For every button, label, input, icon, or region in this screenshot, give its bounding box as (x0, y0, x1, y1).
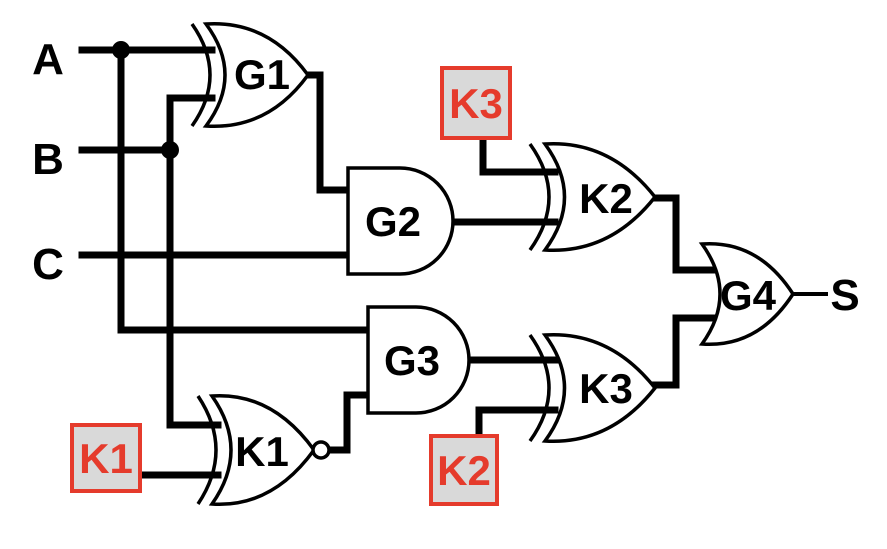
gate-g3-and: G3 (366, 305, 471, 415)
wire-k1-g3 (326, 391, 374, 454)
wire-b-to-k1 (166, 146, 222, 429)
key-input-k2: K2 (429, 434, 499, 506)
junction-dot-b (161, 141, 179, 159)
gate-g2-label: G2 (365, 198, 421, 245)
gate-k2-label: K2 (579, 175, 633, 222)
input-b-label: B (32, 135, 64, 184)
gate-g3-label: G3 (384, 337, 440, 384)
inverter-bubble-icon (311, 440, 331, 460)
wires (78, 41, 828, 479)
wire-b-to-g1 (166, 94, 216, 154)
gate-g1-xor: G1 (190, 21, 311, 129)
wire-k2-g4 (648, 194, 716, 274)
gate-k1-xnor: K1 (196, 394, 331, 506)
key-input-k3: K3 (440, 66, 512, 140)
gate-k3-label: K3 (579, 365, 633, 412)
gate-k2-xor: K2 (528, 142, 658, 252)
key-input-k1: K1 (70, 423, 142, 493)
input-c-label: C (32, 240, 64, 289)
junction-dot-a (112, 41, 130, 59)
gate-g4-label: G4 (720, 272, 777, 319)
gate-g4-or: G4 (698, 242, 796, 346)
output-s-label: S (830, 271, 859, 320)
gate-k1-label: K1 (235, 428, 289, 475)
key-k1-label: K1 (79, 435, 133, 482)
gate-g2-and: G2 (346, 166, 455, 276)
wire-a-branch (117, 46, 376, 334)
gate-g1-label: G1 (234, 51, 290, 98)
key-k2-label: K2 (437, 447, 491, 494)
wire-g1-g2 (296, 71, 354, 194)
wire-key-k2 (475, 406, 559, 442)
key-k3-label: K3 (449, 80, 503, 127)
gate-k3-xor: K3 (528, 333, 658, 443)
input-a-label: A (32, 35, 64, 84)
wire-key-k3 (479, 136, 559, 176)
wire-k3-g4 (648, 314, 716, 389)
